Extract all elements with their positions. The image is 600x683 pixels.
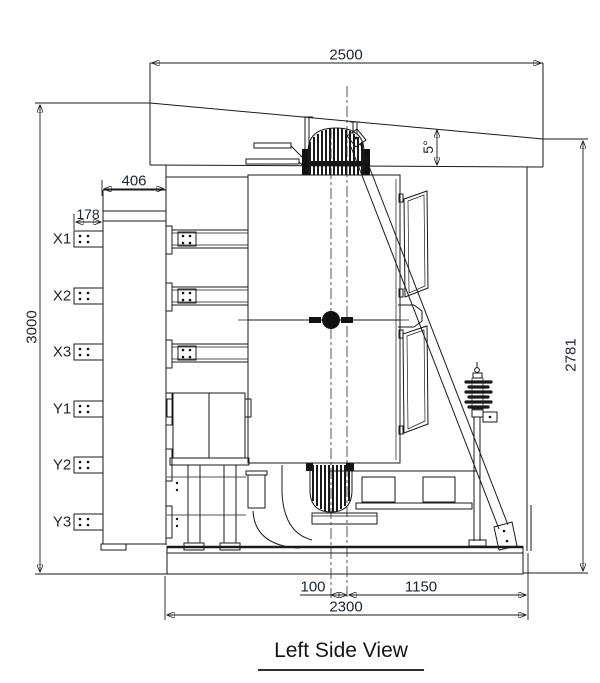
- right-wall: [526, 167, 532, 551]
- dim-overall-height-label: 3000: [23, 310, 41, 344]
- terminal-label-y1: Y1: [52, 400, 72, 418]
- dim-terminal-stickout-label: 178: [76, 206, 100, 222]
- surge-arrester: [464, 362, 498, 547]
- dim-right-height-label: 2781: [562, 338, 580, 372]
- dim-top-width-label: 2500: [329, 46, 363, 64]
- top-bushing: [300, 127, 372, 176]
- control-cabinet: [166, 392, 252, 551]
- dim-base-right-span-label: 1150: [404, 578, 438, 596]
- terminal-boxes: [73, 230, 104, 531]
- dimension-lines: [35, 63, 588, 620]
- x-bus-bars: [165, 225, 249, 539]
- dim-wall-width-label: 406: [121, 172, 147, 190]
- dim-center-offset-label: 100: [300, 578, 326, 596]
- terminal-label-x3: X3: [52, 343, 72, 361]
- view-title: Left Side View: [258, 638, 424, 672]
- lifting-hub: [322, 311, 340, 329]
- ladder: [346, 128, 518, 551]
- terminal-label-y2: Y2: [52, 456, 72, 474]
- transformer-tank: [166, 142, 401, 464]
- bottom-equipment: [245, 465, 477, 549]
- dim-roof-angle-label: 5°: [420, 140, 436, 154]
- radiator-panels: [398, 190, 429, 435]
- bottom-bushing: [306, 463, 378, 525]
- terminal-label-y3: Y3: [52, 513, 72, 531]
- terminal-label-x1: X1: [52, 230, 72, 248]
- base-foundation: [166, 545, 524, 575]
- terminal-label-x2: X2: [52, 287, 72, 305]
- dim-base-width-label: 2300: [329, 598, 363, 616]
- left-wall: [100, 165, 167, 551]
